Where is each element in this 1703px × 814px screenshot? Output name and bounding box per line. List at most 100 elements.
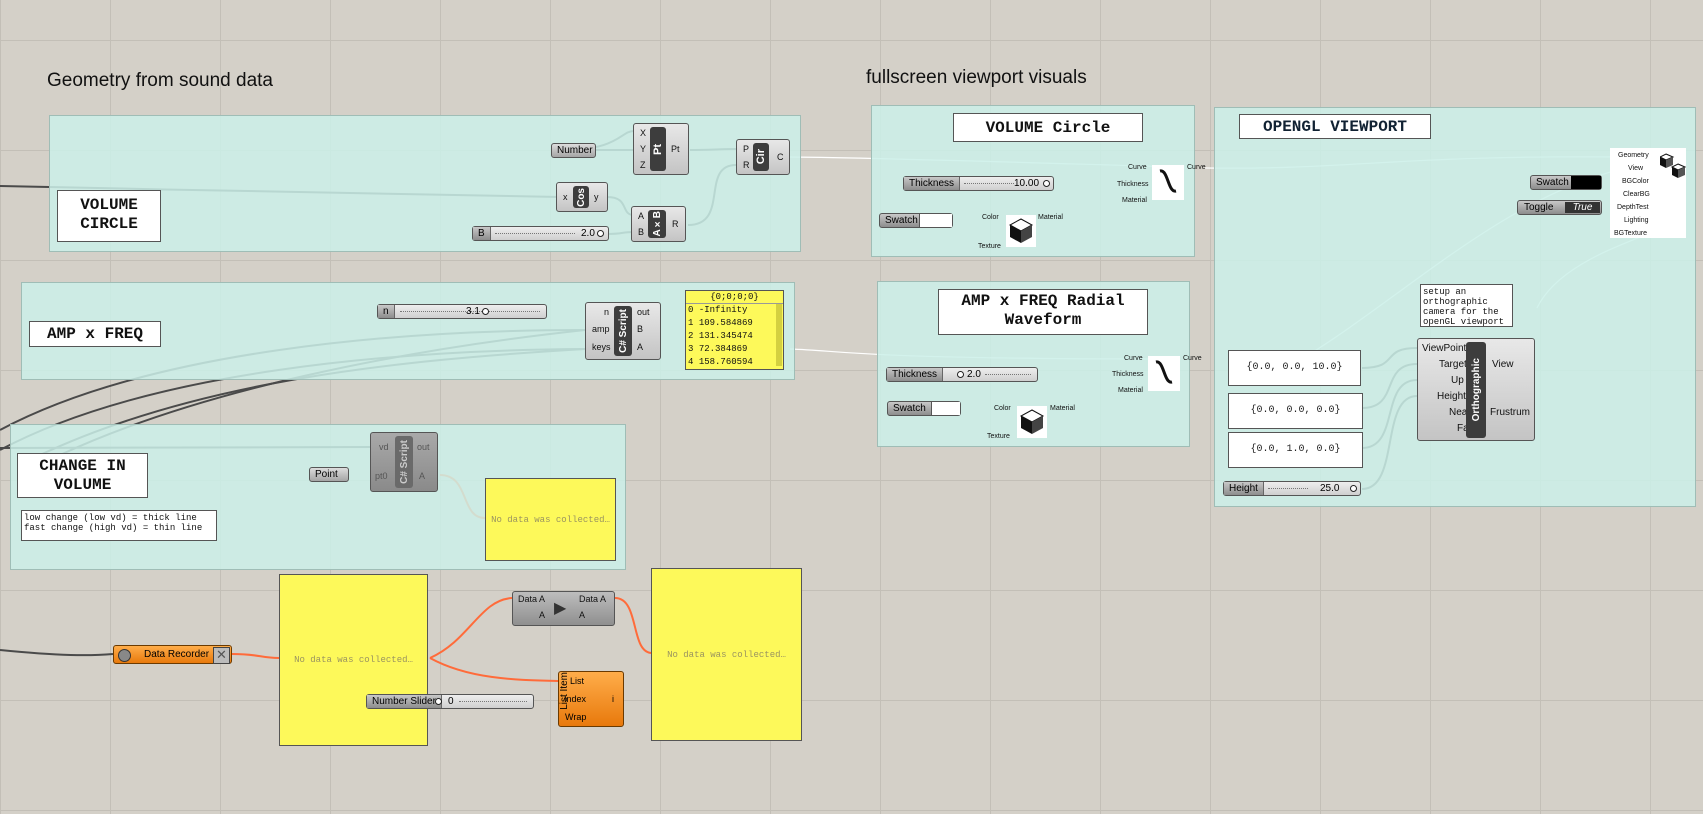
slider-n[interactable]: n 3.1 xyxy=(377,304,547,319)
opengl-input-depthtest[interactable]: DepthTest xyxy=(1617,204,1649,211)
curve-display-icon[interactable] xyxy=(1152,165,1184,200)
material-cube-icon[interactable] xyxy=(1006,215,1036,247)
panel-vector-up[interactable]: {0.0, 1.0, 0.0} xyxy=(1228,432,1363,468)
opengl-input-clearbg[interactable]: ClearBG xyxy=(1623,191,1650,198)
ortho-input-far[interactable]: Far xyxy=(1457,423,1472,434)
pt-output[interactable]: Pt xyxy=(671,144,680,154)
swatch-1-color[interactable] xyxy=(919,214,952,227)
curve2-output[interactable]: Curve xyxy=(1183,355,1202,362)
panel-no-data-2[interactable]: No data was collected… xyxy=(279,574,428,746)
script1-output-b[interactable]: B xyxy=(637,324,644,334)
script2-output-a[interactable]: A xyxy=(419,471,426,481)
play-icon[interactable]: ▶ xyxy=(554,600,567,617)
slider-b[interactable]: B 2.0 xyxy=(472,226,609,241)
csharp-script-1[interactable]: n amp keys C# Script out B A xyxy=(585,302,661,360)
panel-no-data-3[interactable]: No data was collected… xyxy=(651,568,802,741)
material2-input-color[interactable]: Color xyxy=(994,405,1011,412)
toggle-value[interactable]: True xyxy=(1565,202,1600,213)
curve2-input-thickness[interactable]: Thickness xyxy=(1112,371,1144,378)
csharp-script-2[interactable]: vd pt0 C# Script out A xyxy=(370,432,438,492)
opengl-input-bgtexture[interactable]: BGTexture xyxy=(1614,230,1648,237)
ortho-input-near[interactable]: Near xyxy=(1449,407,1471,418)
material2-cube-icon[interactable] xyxy=(1017,406,1047,438)
list-item-component[interactable]: List Index Wrap List Item i xyxy=(558,671,624,727)
material-output[interactable]: Material xyxy=(1038,214,1063,221)
listitem-input-index[interactable]: Index xyxy=(564,694,587,704)
ortho-input-height[interactable]: Height xyxy=(1437,391,1466,402)
opengl-input-lighting[interactable]: Lighting xyxy=(1624,217,1649,224)
panel-change-volume[interactable]: CHANGE IN VOLUME xyxy=(17,453,148,498)
curve2-input-material[interactable]: Material xyxy=(1118,387,1143,394)
cosine-component[interactable]: x Cos y xyxy=(556,182,608,212)
close-icon[interactable]: ✕ xyxy=(213,647,230,664)
data-dam-component[interactable]: Data A A ▶ Data A A xyxy=(512,591,615,626)
height-knob[interactable] xyxy=(1350,485,1357,492)
swatch-bgcolor-color[interactable] xyxy=(1571,176,1601,189)
cir-input-r[interactable]: R xyxy=(743,160,750,170)
thickness1-knob[interactable] xyxy=(1043,180,1050,187)
recorder-status-icon[interactable] xyxy=(118,649,131,662)
number-slider-knob[interactable] xyxy=(435,698,442,705)
panel-volume-circle[interactable]: VOLUME CIRCLE xyxy=(57,190,161,242)
listitem-input-list[interactable]: List xyxy=(570,676,585,686)
listitem-output[interactable]: i xyxy=(612,694,614,704)
curve-input-curve[interactable]: Curve xyxy=(1128,164,1147,171)
ortho-input-viewpoint[interactable]: ViewPoint xyxy=(1422,343,1467,354)
mul-input-a[interactable]: A xyxy=(638,211,645,221)
panel-change-note[interactable]: low change (low vd) = thick line fast ch… xyxy=(21,510,217,541)
slider-thickness-2[interactable]: Thickness 2.0 xyxy=(886,367,1038,382)
material2-output[interactable]: Material xyxy=(1050,405,1075,412)
dam-input-data[interactable]: Data A xyxy=(518,594,546,604)
pt-input-x[interactable]: X xyxy=(640,128,647,138)
curve-input-material[interactable]: Material xyxy=(1122,197,1147,204)
script1-input-n[interactable]: n xyxy=(604,307,610,317)
multiply-component[interactable]: A B A×B R xyxy=(631,206,686,242)
cir-output[interactable]: C xyxy=(777,152,784,162)
mul-output[interactable]: R xyxy=(672,219,679,229)
script1-output-a[interactable]: A xyxy=(637,342,644,352)
swatch-1[interactable]: Swatch xyxy=(879,213,953,228)
number-slider[interactable]: Number Slider 0 xyxy=(366,694,534,709)
data-recorder[interactable]: Data Recorder ✕ xyxy=(113,645,232,664)
swatch-2-color[interactable] xyxy=(931,402,960,415)
panel-vector-target[interactable]: {0.0, 0.0, 0.0} xyxy=(1228,393,1363,429)
material2-input-texture[interactable]: Texture xyxy=(987,433,1010,440)
curve2-input-curve[interactable]: Curve xyxy=(1124,355,1143,362)
panel-opengl[interactable]: OPENGL VIEWPORT xyxy=(1239,114,1431,139)
thickness2-knob[interactable] xyxy=(957,371,964,378)
opengl-input-view[interactable]: View xyxy=(1628,165,1644,172)
ortho-input-target[interactable]: Target xyxy=(1439,359,1467,370)
script2-input-pt0[interactable]: pt0 xyxy=(375,471,388,481)
script1-input-amp[interactable]: amp xyxy=(592,324,610,334)
construct-point-component[interactable]: X Y Z Pt Pt xyxy=(633,123,689,175)
point-param[interactable]: Point xyxy=(309,467,349,482)
panel-vis-volume[interactable]: VOLUME Circle xyxy=(953,113,1143,142)
panel-camera-note[interactable]: setup an orthographic camera for the ope… xyxy=(1420,284,1513,327)
mul-input-b[interactable]: B xyxy=(638,227,645,237)
slider-thickness-1[interactable]: Thickness 10.00 xyxy=(903,176,1054,191)
dam-input-a[interactable]: A xyxy=(539,610,546,620)
opengl-viewport-component[interactable]: Geometry View BGColor ClearBG DepthTest … xyxy=(1610,148,1686,238)
curve2-display-icon[interactable] xyxy=(1148,356,1180,391)
panel-vis-amp[interactable]: AMP x FREQ Radial Waveform xyxy=(938,289,1148,335)
panel-amp-freq[interactable]: AMP x FREQ xyxy=(29,321,161,347)
material-input-color[interactable]: Color xyxy=(982,214,999,221)
script1-input-keys[interactable]: keys xyxy=(592,342,611,352)
dam-output-a[interactable]: A xyxy=(579,610,586,620)
data-panel[interactable]: {0;0;0;0} 0 -Infinity 1 109.584869 2 131… xyxy=(685,290,784,370)
data-panel-scrollbar[interactable] xyxy=(776,304,782,366)
toggle-clearbg[interactable]: Toggle True xyxy=(1517,200,1602,215)
slider-height[interactable]: Height 25.0 xyxy=(1223,481,1361,496)
ortho-output-view[interactable]: View xyxy=(1492,359,1514,370)
curve-output[interactable]: Curve xyxy=(1187,164,1206,171)
script2-output-out[interactable]: out xyxy=(417,442,430,452)
pt-input-z[interactable]: Z xyxy=(640,160,646,170)
panel-vector-viewpoint[interactable]: {0.0, 0.0, 10.0} xyxy=(1228,350,1361,386)
script1-output-out[interactable]: out xyxy=(637,307,650,317)
script2-input-vd[interactable]: vd xyxy=(379,442,389,452)
number-param[interactable]: Number xyxy=(551,143,596,158)
opengl-input-geometry[interactable]: Geometry xyxy=(1618,152,1649,159)
curve-input-thickness[interactable]: Thickness xyxy=(1117,181,1149,188)
swatch-bgcolor[interactable]: Swatch xyxy=(1530,175,1602,190)
swatch-2[interactable]: Swatch xyxy=(887,401,961,416)
